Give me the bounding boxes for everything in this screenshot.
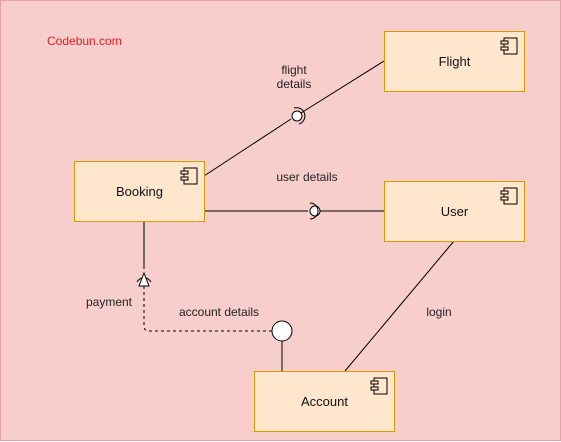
flight-details-label: flight details [269,63,319,91]
flight-component-label: Flight [438,54,471,69]
account-component[interactable]: Account [254,371,395,432]
watermark-text: Codebun.com [47,34,122,48]
booking-component[interactable]: Booking [74,161,205,222]
payment-dependency-dashed [143,286,272,332]
booking-component-label: Booking [116,184,163,199]
booking-flight-connector [203,118,292,177]
payment-label: payment [85,295,133,309]
payment-arrow-icon [138,271,150,287]
flight-component[interactable]: Flight [384,31,525,92]
user-details-socket [309,202,319,220]
component-icon [180,167,198,185]
account-details-interface [271,320,293,342]
account-details-label: account details [178,305,260,319]
user-details-label: user details [276,170,338,184]
user-component[interactable]: User [384,181,525,242]
component-icon [500,187,518,205]
flight-lollipop-stem [300,60,385,114]
flight-details-socket [293,107,306,125]
login-label: login [426,305,452,319]
user-component-label: User [440,204,469,219]
component-icon [500,37,518,55]
flight-details-label-line1: flight [281,63,307,77]
user-account-login-connector [344,240,455,372]
flight-details-ball [291,110,303,122]
component-icon [370,377,388,395]
account-component-label: Account [301,394,348,409]
flight-details-label-line2: details [276,77,312,91]
